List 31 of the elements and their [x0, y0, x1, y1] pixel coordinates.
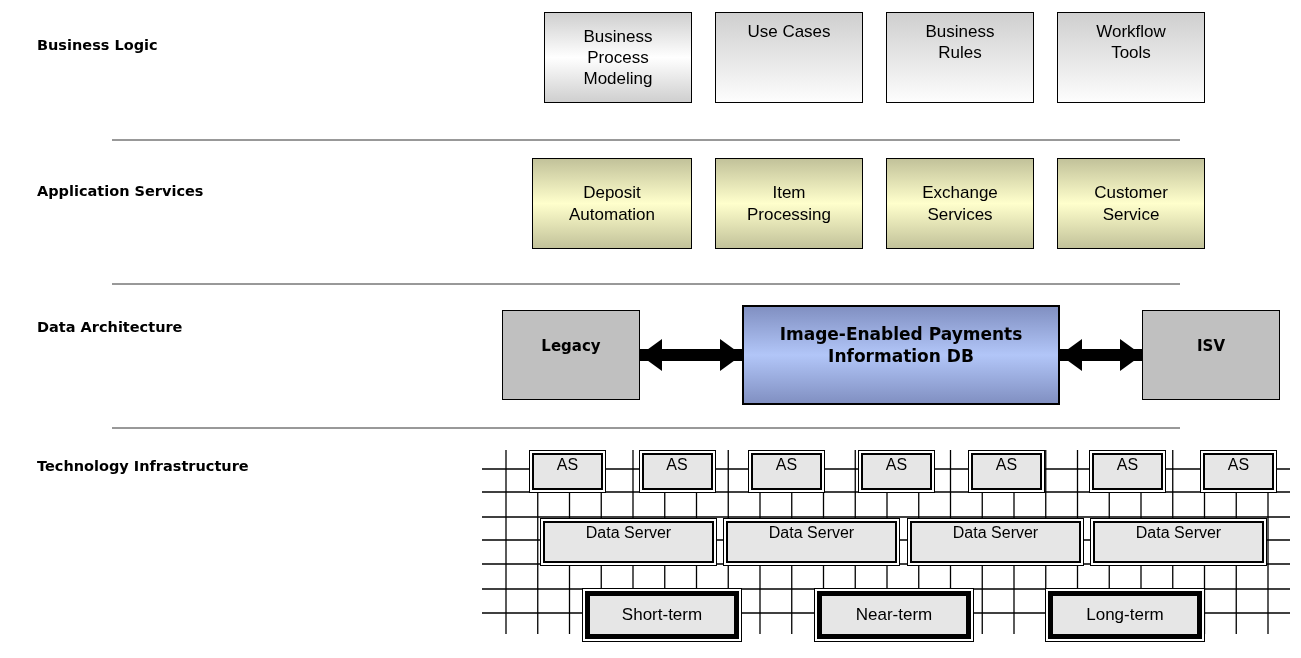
layer-label: Technology Infrastructure: [37, 458, 249, 474]
process-box: Business Rules: [886, 12, 1034, 103]
system-box: ISV: [1142, 310, 1280, 400]
server-box: AS: [532, 453, 603, 490]
database-box: Image-Enabled Payments Information DB: [742, 305, 1060, 405]
server-box: Data Server: [726, 521, 897, 563]
process-box: Business Process Modeling: [544, 12, 692, 103]
phase-box: Near-term: [817, 591, 971, 639]
layer-label: Application Services: [37, 183, 204, 199]
layer-label: Business Logic: [37, 37, 158, 53]
server-box: AS: [1203, 453, 1274, 490]
server-box: AS: [861, 453, 932, 490]
server-box: AS: [751, 453, 822, 490]
server-box: Data Server: [1093, 521, 1264, 563]
server-box: Data Server: [543, 521, 714, 563]
phase-box: Short-term: [585, 591, 739, 639]
service-box: Exchange Services: [886, 158, 1034, 249]
double-arrow: [1060, 339, 1142, 371]
server-box: AS: [641, 453, 713, 490]
server-box: AS: [1092, 453, 1163, 490]
phase-box: Long-term: [1048, 591, 1202, 639]
process-box: Use Cases: [715, 12, 863, 103]
server-box: Data Server: [910, 521, 1081, 563]
layer-label: Data Architecture: [37, 319, 183, 335]
server-box: AS: [971, 453, 1042, 490]
process-box: Workflow Tools: [1057, 12, 1205, 103]
service-box: Customer Service: [1057, 158, 1205, 249]
service-box: Deposit Automation: [532, 158, 692, 249]
system-box: Legacy: [502, 310, 640, 400]
service-box: Item Processing: [715, 158, 863, 249]
double-arrow: [640, 339, 742, 371]
